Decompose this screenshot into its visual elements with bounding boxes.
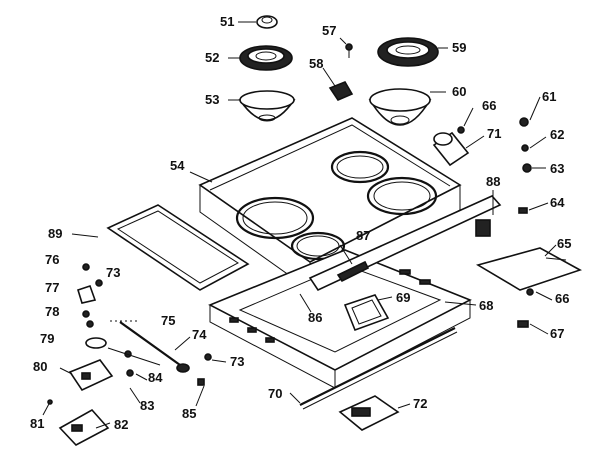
callout-71: 71: [487, 126, 501, 141]
callout-51: 51: [220, 14, 234, 29]
large-drip-bowl: [368, 88, 432, 126]
callout-52: 52: [205, 50, 219, 65]
callout-54: 54: [170, 158, 185, 173]
callout-78: 78: [45, 304, 59, 319]
callout-57: 57: [322, 23, 336, 38]
callout-63: 63: [550, 161, 564, 176]
callout-labels: 51 52 53 54 57 58 59 60 66 71 61 62 63 6…: [30, 14, 571, 432]
callout-82: 82: [114, 417, 128, 432]
callout-88: 88: [486, 174, 500, 189]
screw-81: [42, 399, 53, 416]
callout-87: 87: [356, 228, 370, 243]
callout-60: 60: [452, 84, 466, 99]
callout-62: 62: [550, 127, 564, 142]
leader-lines: [59, 21, 557, 429]
knob-71: [432, 131, 470, 167]
callout-79: 79: [40, 331, 54, 346]
callout-68: 68: [479, 298, 493, 313]
callout-85: 85: [182, 406, 196, 421]
switch-80: [68, 359, 114, 392]
callout-84: 84: [148, 370, 163, 385]
callout-59: 59: [452, 40, 466, 55]
callout-61: 61: [542, 89, 556, 104]
rod-70: [299, 327, 458, 410]
callout-72: 72: [413, 396, 427, 411]
small-screw-57: [345, 43, 353, 58]
infinite-switch-bar: [119, 321, 190, 373]
callout-64: 64: [550, 195, 565, 210]
callout-77: 77: [45, 280, 59, 295]
callout-65: 65: [557, 236, 571, 251]
small-burner-coil: [239, 45, 293, 71]
burner-cap: [256, 15, 278, 29]
callout-81: 81: [30, 416, 44, 431]
left-hardware: [77, 263, 140, 349]
callout-66-bottom: 66: [555, 291, 569, 306]
callout-89: 89: [48, 226, 62, 241]
callout-69: 69: [396, 290, 410, 305]
small-nuts: [124, 350, 212, 386]
callout-67: 67: [550, 326, 564, 341]
callout-58: 58: [309, 56, 323, 71]
cooktop-main-top: [198, 117, 462, 291]
terminal-block-72: [338, 395, 400, 431]
callout-80: 80: [33, 359, 47, 374]
callout-53: 53: [205, 92, 219, 107]
burner-box-slots: [229, 269, 431, 343]
glass-panel: [106, 204, 250, 291]
right-hardware: [475, 117, 534, 328]
callout-76: 76: [45, 252, 59, 267]
small-drip-bowl: [238, 90, 296, 122]
callout-73-upper: 73: [106, 265, 120, 280]
front-trim-strip: [308, 195, 502, 292]
callout-83: 83: [140, 398, 154, 413]
callout-73-lower: 73: [230, 354, 244, 369]
callout-74: 74: [192, 327, 207, 342]
callout-70: 70: [268, 386, 282, 401]
callout-86: 86: [308, 310, 322, 325]
side-panel: [475, 247, 582, 291]
callout-66-top: 66: [482, 98, 496, 113]
switch-82: [58, 408, 110, 446]
large-burner-coil: [377, 37, 439, 67]
clip-66: [457, 126, 465, 134]
receptacle-block: [328, 81, 354, 101]
callout-75: 75: [161, 313, 175, 328]
